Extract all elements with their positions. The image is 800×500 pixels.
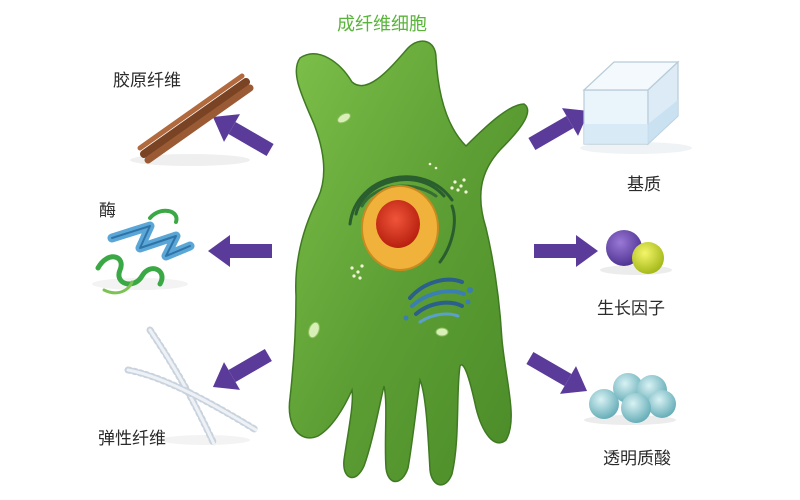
collagen-fiber-icon bbox=[130, 73, 254, 166]
matrix-cube-icon bbox=[580, 60, 692, 154]
ribosome-dots bbox=[350, 162, 468, 280]
arrows bbox=[208, 108, 598, 394]
label-collagen-fiber: 胶原纤维 bbox=[113, 71, 181, 91]
label-growth-factor: 生长因子 bbox=[597, 299, 665, 319]
arrow-to-collagen bbox=[212, 114, 274, 157]
diagram-title: 成纤维细胞 bbox=[337, 14, 427, 35]
label-enzyme: 酶 bbox=[99, 201, 116, 221]
nucleolus bbox=[376, 200, 420, 248]
enzyme-protein-icon bbox=[92, 208, 195, 295]
label-hyaluronic-acid: 透明质酸 bbox=[603, 449, 671, 469]
elastic-fiber-icon bbox=[124, 326, 260, 448]
arrow-to-growth-factor bbox=[534, 235, 598, 267]
arrow-to-matrix bbox=[528, 108, 590, 151]
vesicle bbox=[337, 112, 351, 124]
arrow-to-hyaluronic bbox=[526, 351, 588, 394]
growth-factor-icon bbox=[600, 230, 672, 275]
arrow-to-enzyme bbox=[208, 235, 272, 267]
label-matrix: 基质 bbox=[627, 175, 661, 195]
arrow-to-elastic bbox=[212, 348, 272, 390]
label-elastic-fiber: 弹性纤维 bbox=[98, 429, 166, 449]
endoplasmic-reticulum bbox=[348, 175, 456, 264]
vesicle bbox=[435, 327, 449, 337]
golgi-apparatus bbox=[403, 277, 473, 324]
vesicle bbox=[308, 321, 320, 339]
hyaluronic-acid-icon bbox=[584, 373, 676, 425]
